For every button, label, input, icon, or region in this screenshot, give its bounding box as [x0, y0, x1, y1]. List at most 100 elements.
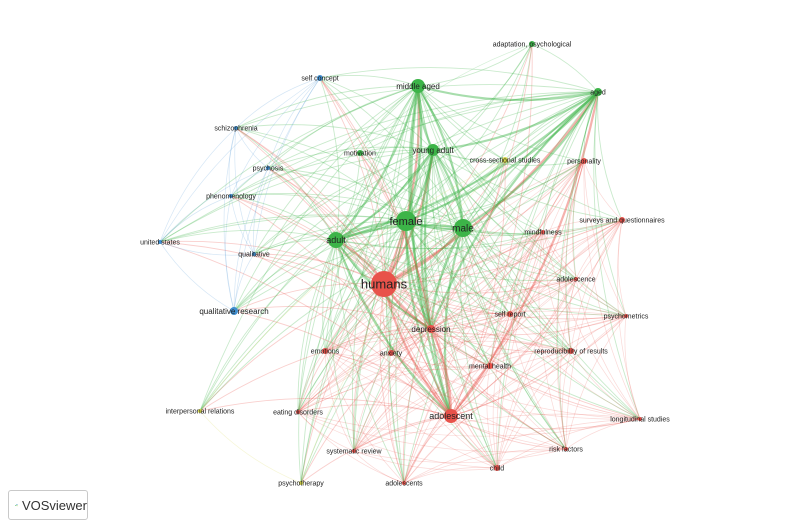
node-risk_factors[interactable] [564, 447, 568, 451]
link-depression-systematic_review [353, 328, 432, 452]
node-qualitative_research[interactable] [230, 307, 238, 315]
node-eating_disorders[interactable] [296, 410, 300, 414]
node-surveys[interactable] [619, 217, 625, 223]
node-systematic_review[interactable] [352, 449, 356, 453]
link-male-psychometrics [462, 227, 627, 317]
label-depression[interactable]: depression [411, 325, 450, 334]
node-aged[interactable] [594, 88, 602, 96]
node-female[interactable] [396, 211, 416, 231]
node-young_adult[interactable] [427, 144, 439, 156]
node-qualitative[interactable] [252, 252, 256, 256]
node-reproducibility[interactable] [568, 348, 574, 354]
label-self_concept[interactable]: self concept [301, 76, 338, 83]
label-cross_sectional[interactable]: cross-sectional studies [470, 158, 541, 165]
node-longitudinal[interactable] [638, 417, 642, 421]
node-psychometrics[interactable] [624, 314, 628, 318]
link-female-depression [404, 219, 433, 331]
label-psychotherapy[interactable]: psychotherapy [278, 481, 324, 488]
link-personality-anxiety [390, 160, 585, 354]
link-humans-interpersonal [199, 283, 385, 412]
label-eating_disorders[interactable]: eating disorders [273, 410, 323, 417]
label-child[interactable]: child [490, 466, 505, 473]
node-mental_health[interactable] [487, 363, 493, 369]
link-humans-child [383, 283, 498, 469]
link-adolescent-psychometrics [450, 315, 627, 417]
label-adolescence[interactable]: adolescence [556, 277, 595, 284]
node-male[interactable] [454, 219, 472, 237]
label-qualitative_research[interactable]: qualitative research [199, 307, 268, 316]
node-psychotherapy[interactable] [299, 481, 303, 485]
label-schizophrenia[interactable]: schizophrenia [214, 126, 257, 133]
node-psychosis[interactable] [266, 166, 270, 170]
link-anxiety-systematic_review [353, 352, 392, 452]
link-mindfulness-systematic_review [353, 231, 544, 452]
link-young_adult-mental_health [432, 149, 491, 367]
label-male[interactable]: male [452, 224, 474, 235]
node-self_report[interactable] [507, 311, 513, 317]
label-interpersonal[interactable]: interpersonal relations [166, 409, 235, 416]
link-female-qualitative_research [233, 220, 407, 312]
label-mental_health[interactable]: mental health [469, 364, 511, 371]
node-adult[interactable] [328, 232, 344, 248]
node-anxiety[interactable] [388, 350, 394, 356]
label-self_report[interactable]: self report [494, 312, 525, 319]
node-phenomenology[interactable] [229, 194, 233, 198]
label-risk_factors[interactable]: risk factors [549, 447, 583, 454]
label-surveys[interactable]: surveys and questionnaires [579, 218, 665, 225]
node-depression[interactable] [427, 325, 435, 333]
node-middle_aged[interactable] [411, 79, 425, 93]
link-systematic_review-adolescents [353, 450, 405, 484]
label-adolescent[interactable]: adolescent [429, 411, 473, 421]
link-reproducibility-systematic_review [353, 350, 572, 452]
link-surveys-eating_disorders [297, 219, 623, 413]
label-emotions[interactable]: emotions [311, 349, 340, 356]
link-eating_disorders-child [297, 411, 498, 469]
label-psychosis[interactable]: psychosis [253, 166, 284, 173]
label-personality[interactable]: personality [567, 159, 601, 166]
label-motivation[interactable]: motivation [344, 151, 376, 158]
label-humans[interactable]: humans [361, 277, 408, 292]
link-anxiety-adolescents [388, 352, 405, 484]
node-interpersonal[interactable] [198, 409, 202, 413]
link-depression-schizophrenia [235, 127, 432, 330]
label-adolescents[interactable]: adolescents [385, 481, 423, 488]
node-mindfulness[interactable] [541, 230, 545, 234]
link-female-psychotherapy [300, 220, 407, 484]
link-middle_aged-schizophrenia [235, 85, 419, 129]
node-humans[interactable] [371, 271, 397, 297]
node-schizophrenia[interactable] [234, 126, 238, 130]
label-aged[interactable]: aged [590, 90, 606, 97]
label-reproducibility[interactable]: reproducibility of results [534, 349, 608, 356]
node-united_states[interactable] [158, 240, 162, 244]
node-self_concept[interactable] [317, 75, 323, 81]
label-female[interactable]: female [389, 216, 422, 228]
link-humans-phenomenology [230, 195, 385, 285]
node-emotions[interactable] [322, 348, 328, 354]
link-mindfulness-emotions [324, 231, 544, 352]
node-motivation[interactable] [357, 150, 363, 156]
label-phenomenology[interactable]: phenomenology [206, 194, 256, 201]
label-adaptation[interactable]: adaptation, psychological [493, 42, 572, 49]
label-longitudinal[interactable]: longitudinal studies [610, 417, 670, 424]
node-adolescence[interactable] [574, 277, 578, 281]
label-adult[interactable]: adult [326, 235, 346, 245]
node-cross_sectional[interactable] [502, 157, 508, 163]
label-middle_aged[interactable]: middle aged [396, 82, 440, 91]
node-adolescent[interactable] [444, 409, 458, 423]
label-united_states[interactable]: united states [140, 240, 180, 247]
link-adult-reproducibility [335, 239, 572, 352]
link-male-psychotherapy [300, 227, 464, 484]
node-personality[interactable] [581, 158, 587, 164]
link-adolescence-mental_health [489, 278, 577, 367]
label-systematic_review[interactable]: systematic review [326, 449, 382, 456]
label-qualitative[interactable]: qualitative [238, 252, 270, 259]
label-psychometrics[interactable]: psychometrics [604, 314, 649, 321]
label-anxiety[interactable]: anxiety [380, 351, 403, 358]
node-child[interactable] [494, 465, 500, 471]
label-young_adult[interactable]: young adult [412, 146, 454, 155]
label-mindfulness[interactable]: mindfulness [524, 230, 562, 237]
link-young_adult-psychotherapy [300, 149, 434, 484]
node-adolescents[interactable] [402, 481, 406, 485]
node-adaptation[interactable] [529, 41, 535, 47]
